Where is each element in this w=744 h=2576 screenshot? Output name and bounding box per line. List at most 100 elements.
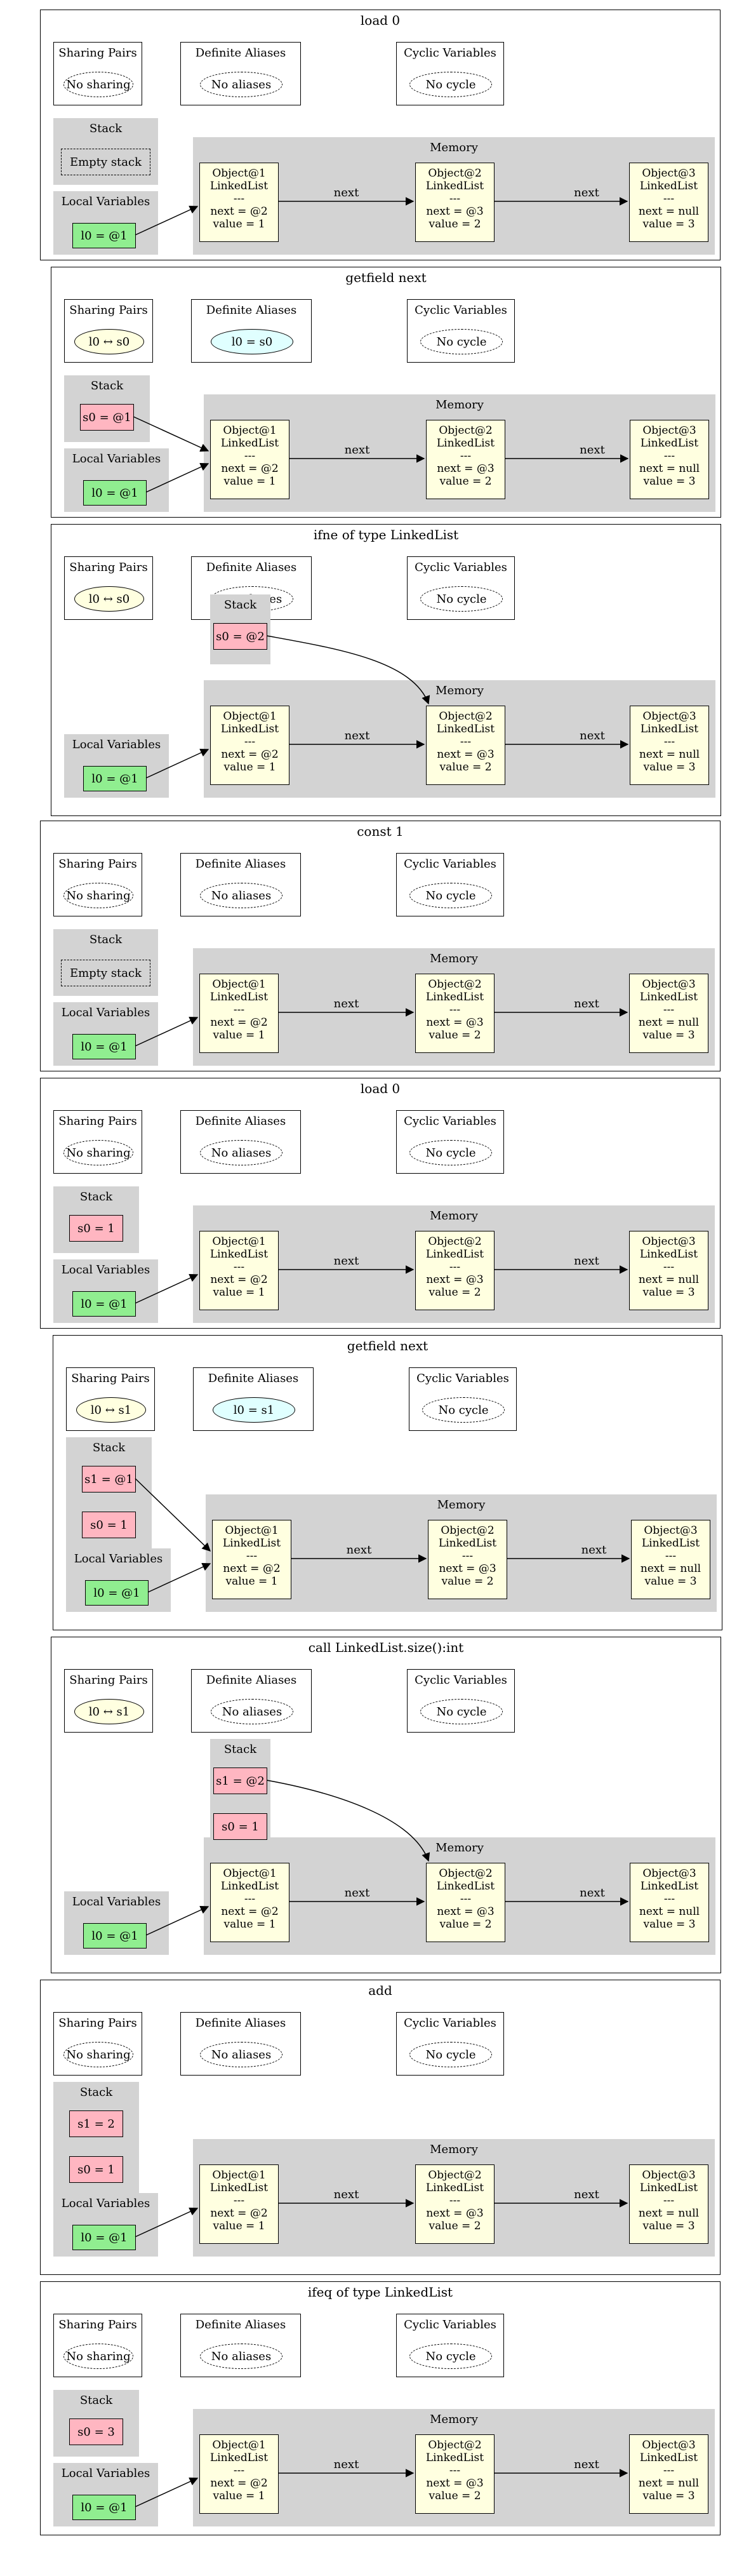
- object-value: value = 2: [439, 1918, 492, 1931]
- step-title: load 0: [360, 13, 401, 28]
- panel-title: Definite Aliases: [195, 1115, 286, 1128]
- object-next: next = @2: [221, 1905, 279, 1918]
- object-id: Object@3: [642, 1235, 696, 1248]
- local-variables-title: Local Variables: [72, 452, 161, 466]
- cycle-node: No cycle: [420, 586, 503, 612]
- object-type: LinkedList: [425, 2182, 484, 2194]
- object-type: LinkedList: [639, 991, 698, 1003]
- empty-stack-node: Empty stack: [61, 960, 150, 986]
- object-value: value = 3: [644, 1575, 697, 1588]
- local-variable-node: l0 = @1: [72, 2495, 136, 2520]
- memory-title: Memory: [430, 141, 478, 154]
- sharing-pair-node: No sharing: [63, 2042, 133, 2067]
- object-type: LinkedList: [209, 1248, 269, 1261]
- local-variables-title: Local Variables: [74, 1552, 163, 1566]
- panel-title: Definite Aliases: [195, 2016, 286, 2030]
- panel-title: Definite Aliases: [195, 46, 286, 60]
- object-value: value = 2: [428, 1029, 481, 1042]
- sharing-pair-node: l0 ↔ s1: [74, 1699, 144, 1724]
- object-next: next = @3: [437, 462, 495, 475]
- object-type: LinkedList: [436, 437, 495, 450]
- empty-stack-node: Empty stack: [61, 149, 150, 175]
- object-next: next = @2: [221, 748, 279, 761]
- object-value: value = 2: [428, 1286, 481, 1299]
- step-title: ifne of type LinkedList: [313, 527, 459, 542]
- panel-title: Cyclic Variables: [415, 561, 507, 574]
- panel-title: Sharing Pairs: [58, 46, 137, 60]
- alias-node: l0 = s0: [211, 329, 293, 354]
- object-id: Object@2: [428, 2439, 482, 2452]
- stack-entry-node: s0 = @1: [80, 404, 134, 431]
- object-separator: ---: [663, 2194, 675, 2207]
- object-value: value = 1: [213, 1286, 265, 1299]
- panel-title: Sharing Pairs: [71, 1372, 150, 1385]
- object-type: LinkedList: [639, 1248, 698, 1261]
- panel-title: Sharing Pairs: [69, 561, 148, 574]
- object-type: LinkedList: [222, 1537, 281, 1550]
- memory-title: Memory: [435, 684, 484, 697]
- panel-title: Sharing Pairs: [58, 857, 137, 871]
- object-separator: ---: [663, 2464, 675, 2477]
- local-variables-cluster: Local Variables l0 = @1: [53, 2463, 158, 2526]
- object-separator: ---: [233, 2464, 245, 2477]
- object-separator: ---: [449, 1003, 461, 1016]
- object-value: value = 3: [642, 1029, 695, 1042]
- object-type: LinkedList: [209, 180, 269, 192]
- panel-title: Cyclic Variables: [415, 304, 507, 317]
- object-next: next = @3: [426, 2477, 484, 2490]
- stack-entry-node: s0 = 1: [82, 1512, 136, 1538]
- panel-title: Definite Aliases: [206, 1674, 297, 1687]
- object-separator: ---: [460, 450, 472, 462]
- object-next: next = @3: [437, 1905, 495, 1918]
- object-separator: ---: [663, 735, 675, 748]
- object-type: LinkedList: [436, 1880, 495, 1893]
- object-id: Object@1: [223, 1867, 277, 1880]
- object-separator: ---: [244, 1893, 256, 1905]
- stack-title: Stack: [223, 1743, 257, 1756]
- object-id: Object@3: [642, 2169, 696, 2182]
- memory-title: Memory: [430, 2413, 478, 2426]
- object-next: next = null: [639, 748, 700, 761]
- object-separator: ---: [663, 1003, 675, 1016]
- local-variables-title: Local Variables: [61, 1006, 150, 1019]
- object-id: Object@1: [212, 978, 266, 991]
- object-id: Object@2: [428, 1235, 482, 1248]
- object-value: value = 2: [439, 761, 492, 774]
- stack-entry-node: s0 = @2: [213, 623, 267, 650]
- stack-title: Stack: [79, 2394, 113, 2407]
- local-variables-title: Local Variables: [61, 2467, 150, 2480]
- panel-title: Cyclic Variables: [404, 1115, 496, 1128]
- memory-title: Memory: [430, 2143, 478, 2156]
- memory-title: Memory: [437, 1498, 486, 1512]
- object-next: next = @3: [426, 205, 484, 218]
- stack-entry-node: s1 = @2: [213, 1768, 267, 1794]
- local-variable-node: l0 = @1: [83, 480, 147, 506]
